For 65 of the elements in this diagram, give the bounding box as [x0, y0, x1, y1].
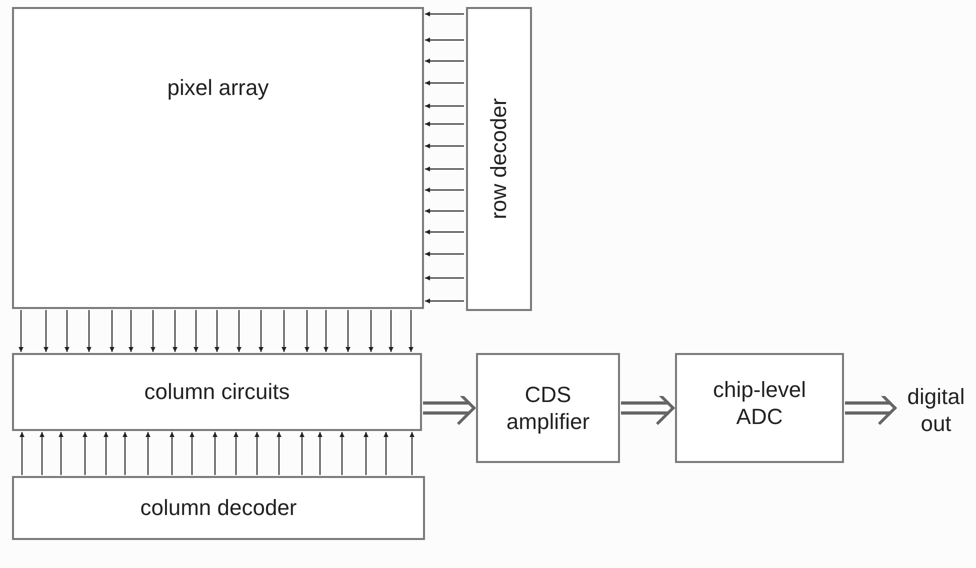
signal-arrow	[128, 310, 134, 352]
signal-arrow	[425, 80, 464, 86]
signal-arrow	[234, 432, 238, 475]
signal-arrow	[104, 432, 108, 475]
signal-arrow	[18, 310, 24, 352]
signal-arrow	[388, 310, 394, 352]
signal-arrow	[82, 432, 88, 475]
signal-arrow	[425, 38, 464, 42]
signal-arrow	[282, 310, 286, 352]
signal-arrow	[214, 310, 220, 352]
signal-arrow	[425, 298, 464, 304]
signal-arrow	[425, 104, 464, 108]
block-label: row decoder	[485, 98, 512, 220]
signal-arrow	[425, 208, 464, 214]
signal-arrow	[324, 310, 328, 352]
signal-arrow	[425, 252, 464, 256]
block-box	[466, 7, 532, 311]
signal-arrow	[58, 432, 64, 475]
signal-arrow	[122, 432, 128, 475]
signal-arrow	[346, 310, 350, 352]
signal-arrow	[236, 310, 242, 352]
signal-arrow	[425, 188, 464, 192]
signal-arrow	[86, 310, 92, 352]
signal-arrow	[425, 166, 464, 172]
block-label: chip-level ADC	[712, 376, 807, 430]
block-box	[675, 353, 844, 463]
signal-arrow	[20, 432, 24, 475]
signal-arrow	[190, 432, 194, 475]
signal-arrow	[425, 122, 464, 126]
output-label: digital out	[906, 382, 966, 438]
signal-arrow	[64, 310, 70, 352]
signal-arrow	[318, 432, 322, 475]
block-label: column decoder	[140, 494, 297, 522]
block-label: pixel array	[167, 74, 269, 102]
signal-arrow	[300, 432, 304, 475]
signal-arrow	[194, 310, 198, 352]
block-box	[12, 353, 422, 431]
signal-arrow	[212, 432, 218, 475]
signal-arrow	[340, 432, 344, 475]
signal-arrow	[425, 276, 464, 280]
signal-arrow	[410, 432, 414, 475]
signal-arrow	[258, 310, 264, 352]
signal-arrow	[408, 310, 414, 352]
signal-arrow	[254, 432, 260, 475]
signal-arrow	[304, 310, 310, 352]
signal-arrow	[146, 432, 150, 475]
signal-arrow	[425, 230, 464, 234]
signal-arrow	[170, 432, 174, 475]
block-label: CDS amplifier	[505, 380, 591, 436]
block-box	[476, 353, 620, 463]
block-box	[12, 7, 424, 309]
signal-arrow	[364, 432, 368, 475]
signal-arrow	[172, 310, 178, 352]
signal-arrow	[276, 432, 282, 475]
signal-arrow	[425, 12, 464, 16]
signal-arrow	[110, 310, 114, 352]
block-label: column circuits	[144, 378, 290, 406]
block-box	[12, 476, 425, 540]
signal-arrow	[40, 432, 44, 475]
signal-arrow	[44, 310, 48, 352]
signal-arrow	[425, 144, 464, 148]
signal-arrow	[425, 58, 464, 64]
signal-arrow	[384, 432, 388, 475]
signal-arrow	[150, 310, 156, 352]
signal-arrow	[368, 310, 374, 352]
